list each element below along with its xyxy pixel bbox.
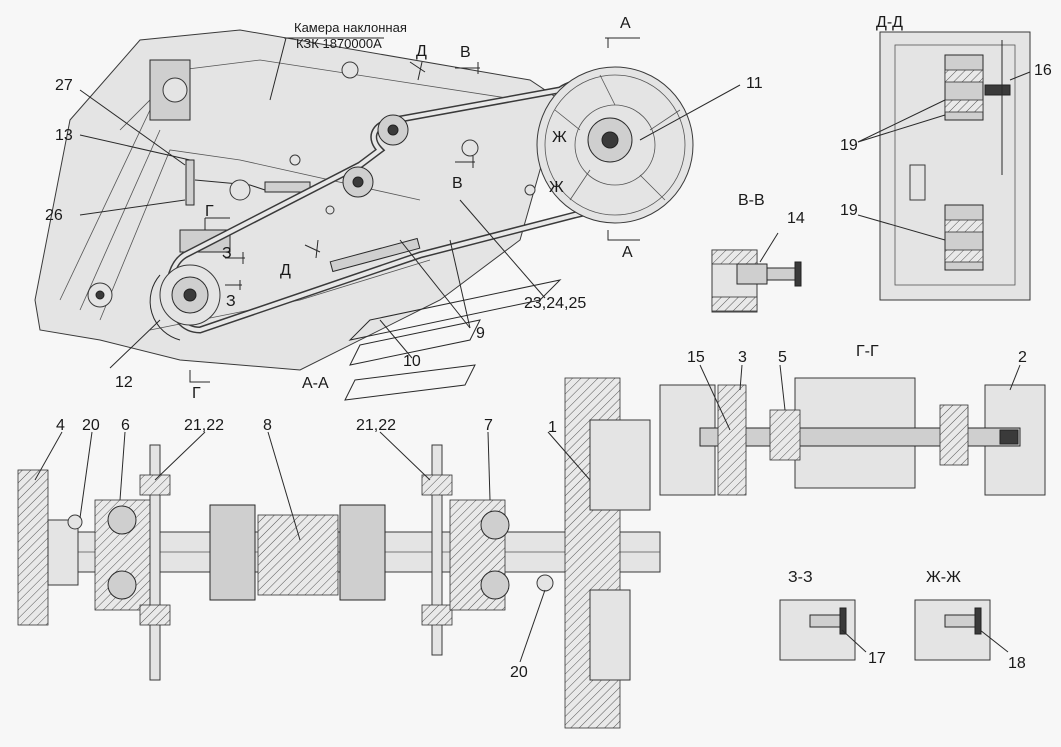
callout-19-upper: 19 <box>840 137 858 154</box>
callout-3: 3 <box>738 349 747 366</box>
callout-1: 1 <box>548 419 557 436</box>
callout-20-left: 20 <box>82 417 100 434</box>
labels: Камера наклонная КЗК 1870000А Д-Д В-В Г-… <box>45 14 1052 681</box>
cut-mark-g-bottom: Г <box>192 385 201 402</box>
gg-pulley-3 <box>717 384 747 496</box>
callout-21-22-left: 21,22 <box>184 417 224 434</box>
callout-27: 27 <box>55 77 73 94</box>
callout-2: 2 <box>1018 349 1027 366</box>
callout-7: 7 <box>484 417 493 434</box>
section-label-dd: Д-Д <box>876 14 903 31</box>
belt-guide-10 <box>329 237 421 273</box>
shaft-coupling-8 <box>257 514 339 596</box>
section-vv-view <box>711 249 802 313</box>
callout-17: 17 <box>868 650 886 667</box>
section-label-zhzh: Ж-Ж <box>926 569 961 586</box>
section-label-vv: В-В <box>738 192 765 209</box>
callout-21-22-right: 21,22 <box>356 417 396 434</box>
cut-mark-v-bottom: В <box>452 175 463 192</box>
callout-4: 4 <box>56 417 65 434</box>
callout-18: 18 <box>1008 655 1026 672</box>
guard-arc <box>149 274 181 341</box>
callout-10: 10 <box>403 353 421 370</box>
section-zhzh-view <box>914 599 991 661</box>
section-label-aa: А-А <box>302 375 329 392</box>
cut-mark-a-top: А <box>620 15 631 32</box>
callout-15: 15 <box>687 349 705 366</box>
callout-23-24-25: 23,24,25 <box>524 295 586 312</box>
lever-pivot <box>229 179 251 201</box>
title-label: Камера наклонная <box>294 20 407 35</box>
callout-19-lower: 19 <box>840 202 858 219</box>
callout-6: 6 <box>121 417 130 434</box>
cut-mark-z-top: З <box>222 245 232 262</box>
callout-9: 9 <box>476 325 485 342</box>
gg-shaft <box>699 427 1021 447</box>
cut-mark-zh-bottom: Ж <box>549 179 564 196</box>
callout-11: 11 <box>746 75 763 92</box>
callout-8: 8 <box>263 417 272 434</box>
cut-mark-z-bottom: З <box>226 293 236 310</box>
section-label-zz: З-З <box>788 569 813 586</box>
section-zz-view <box>779 599 856 661</box>
pulley-4 <box>17 469 49 626</box>
cut-mark-a-bottom: А <box>622 244 633 261</box>
callout-26: 26 <box>45 207 63 224</box>
spring-13 <box>185 159 195 206</box>
cut-marks <box>189 37 640 383</box>
callout-12: 12 <box>115 374 133 391</box>
cut-mark-g-top: Г <box>205 203 214 220</box>
section-dd-view <box>879 31 1031 301</box>
cut-mark-v-top: В <box>460 44 471 61</box>
cut-mark-d-bottom: Д <box>280 262 291 279</box>
callout-16: 16 <box>1034 62 1052 79</box>
cut-mark-d-top: Д <box>416 43 427 60</box>
section-aa-view <box>17 377 661 729</box>
shaft-sprocket-b <box>339 504 386 601</box>
callout-20-right: 20 <box>510 664 528 681</box>
callout-13: 13 <box>55 127 73 144</box>
section-label-gg: Г-Г <box>856 343 879 360</box>
callout-14: 14 <box>787 210 805 227</box>
callout-5: 5 <box>778 349 787 366</box>
bracket-pivot <box>162 77 188 103</box>
shaft-sprocket-a <box>209 504 256 601</box>
section-gg-view <box>659 377 1046 496</box>
gg-bearing-5 <box>769 409 801 461</box>
leader-lines <box>34 37 1031 663</box>
main-side-view <box>34 29 694 401</box>
cut-mark-zh-top: Ж <box>552 129 567 146</box>
title-code: КЗК 1870000А <box>296 36 382 51</box>
